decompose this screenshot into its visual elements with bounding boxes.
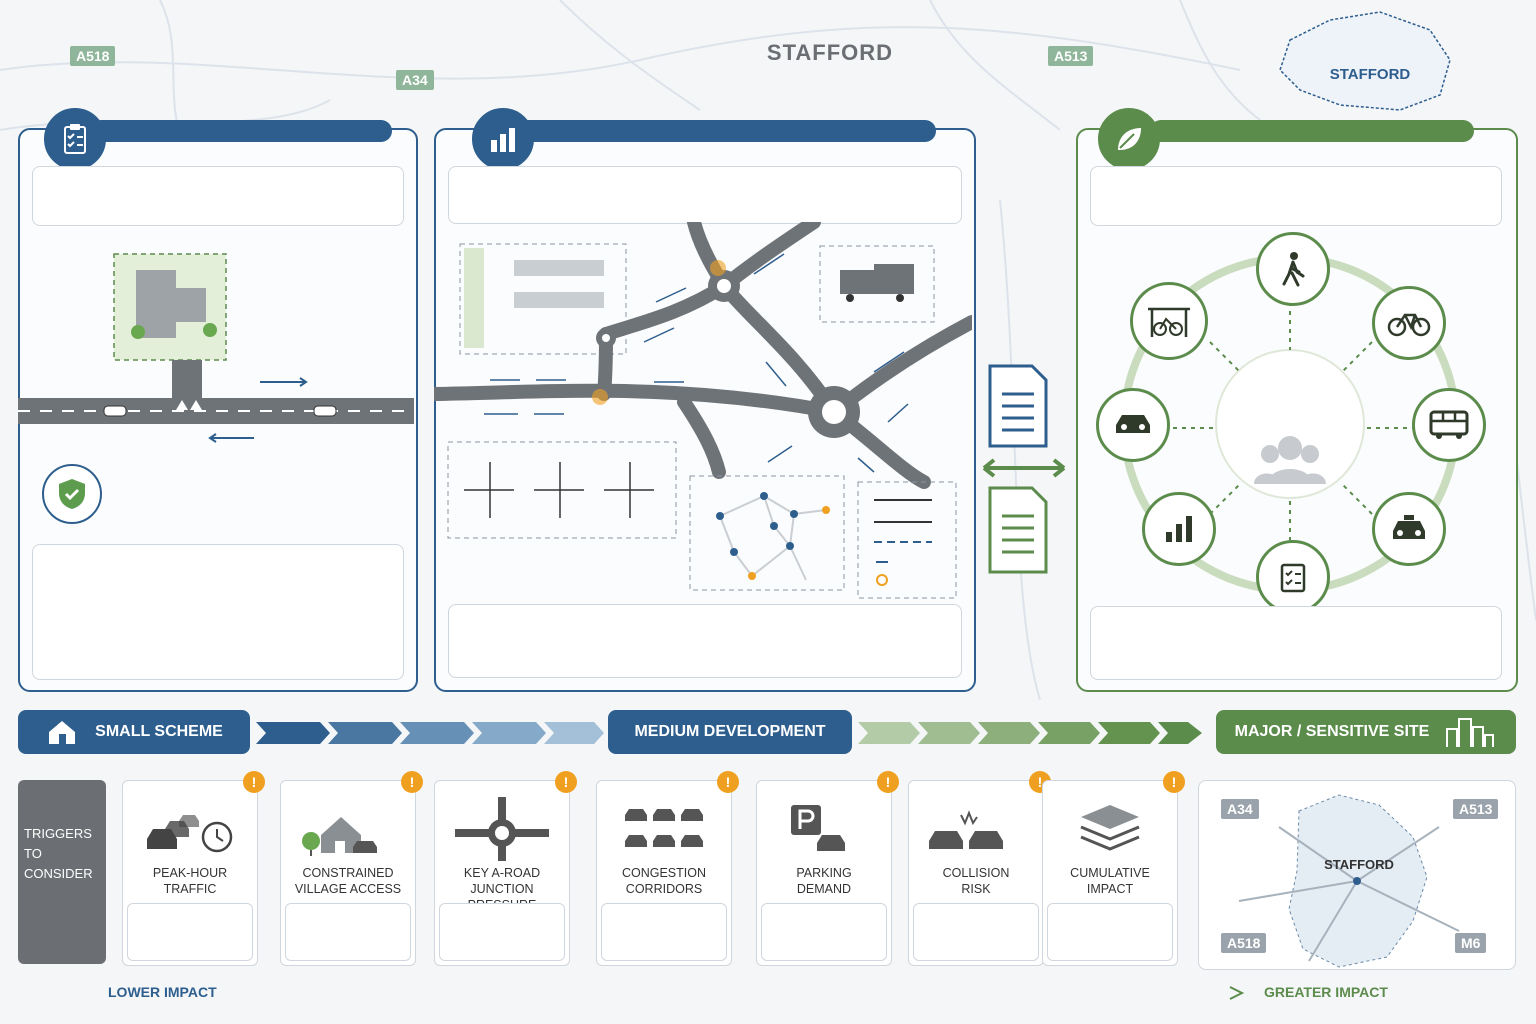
- chevron-progress-blue: [256, 722, 604, 744]
- trigger-card-parking: ! PARKING DEMAND: [756, 771, 899, 966]
- warning-icon: !: [717, 771, 739, 793]
- lower-impact-label: LOWER IMPACT: [108, 984, 217, 1000]
- site-access-diagram: [18, 253, 414, 443]
- warning-icon: !: [877, 771, 899, 793]
- village-house-icon: [302, 817, 377, 856]
- left-panel-header-box: [32, 166, 404, 226]
- roundabout-icon: [455, 797, 549, 861]
- document-exchange-icon: [982, 364, 1066, 574]
- walking-icon: [1256, 232, 1330, 306]
- road-label-a513: A513: [1048, 46, 1094, 66]
- parking-icon: [791, 805, 845, 851]
- chart-icon: [1142, 492, 1216, 566]
- right-panel-body-box: [1090, 606, 1502, 680]
- map-title: STAFFORD: [766, 40, 894, 65]
- right-panel-header-box: [1090, 166, 1502, 226]
- trigger-card-junction-pressure: ! KEY A-ROAD JUNCTION PRESSURE: [434, 771, 577, 966]
- warning-icon: !: [401, 771, 423, 793]
- collision-icon: [929, 810, 1003, 849]
- location-road-a513: A513: [1453, 799, 1499, 819]
- trigger-notes-box: [1047, 903, 1173, 961]
- trigger-label: CONGESTION CORRIDORS: [621, 866, 707, 896]
- checklist-icon: [1256, 540, 1330, 614]
- left-panel-title-bar: [90, 120, 392, 142]
- middle-panel-body-box: [448, 604, 962, 678]
- location-center-label: STAFFORD: [1324, 857, 1394, 872]
- leaf-icon: [1098, 108, 1160, 170]
- middle-panel-title-bar: [508, 120, 936, 142]
- stage-small-scheme: SMALL SCHEME: [18, 710, 250, 754]
- location-road-a518: A518: [1221, 933, 1267, 953]
- taxi-icon: [1372, 492, 1446, 566]
- trigger-label: CUMULATIVE IMPACT: [1070, 866, 1150, 896]
- trigger-card-peak-hour: ! PEAK-HOUR TRAFFIC: [122, 771, 265, 966]
- greater-impact-label: GREATER IMPACT: [1264, 984, 1388, 1000]
- stage-medium-development: MEDIUM DEVELOPMENT: [608, 710, 852, 754]
- location-road-m6: M6: [1455, 933, 1487, 953]
- trigger-card-congestion: ! CONGESTION CORRIDORS: [596, 771, 739, 966]
- location-road-a34: A34: [1221, 799, 1259, 819]
- triggers-header: TRIGGERS TO CONSIDER: [18, 780, 106, 964]
- network-junction-diagram: [434, 222, 972, 599]
- bus-icon: [1412, 388, 1486, 462]
- trigger-label: CONSTRAINED VILLAGE ACCESS: [294, 866, 402, 896]
- left-panel-body-box: [32, 544, 404, 680]
- trigger-card-collision: ! COLLISION RISK: [908, 771, 1051, 966]
- stage-major-label: MAJOR / SENSITIVE SITE: [1234, 723, 1430, 740]
- clipboard-checklist-icon: [44, 108, 106, 170]
- trigger-notes-box: [761, 903, 887, 961]
- inset-map-label: STAFFORD: [1329, 66, 1411, 83]
- queue-clock-icon: [147, 815, 233, 853]
- cycle-icon: [1372, 286, 1446, 360]
- car-icon: [1096, 388, 1170, 462]
- road-label-a34: A34: [396, 70, 434, 90]
- trigger-card-cumulative: ! CUMULATIVE IMPACT: [1042, 771, 1185, 966]
- trigger-label: COLLISION RISK: [942, 866, 1010, 896]
- trigger-notes-box: [285, 903, 411, 961]
- stage-major-sensitive: MAJOR / SENSITIVE SITE: [1216, 710, 1516, 754]
- trigger-label: PEAK-HOUR TRAFFIC: [152, 866, 228, 896]
- shield-check-icon: [42, 464, 102, 524]
- impact-gradient-arrow: [226, 986, 1245, 1000]
- trigger-label: PARKING DEMAND: [796, 866, 852, 896]
- warning-icon: !: [243, 771, 265, 793]
- road-label-a518: A518: [70, 46, 116, 66]
- trigger-notes-box: [601, 903, 727, 961]
- trigger-notes-box: [439, 903, 565, 961]
- stafford-location-map: A34 A513 A518 M6 STAFFORD: [1198, 780, 1516, 970]
- warning-icon: !: [1163, 771, 1185, 793]
- triggers-header-label: TRIGGERS TO CONSIDER: [24, 826, 93, 881]
- right-panel-title-bar: [1150, 120, 1474, 142]
- layers-icon: [1080, 805, 1140, 851]
- congestion-cars-icon: [625, 809, 703, 847]
- middle-panel-header-box: [448, 166, 962, 224]
- trigger-card-village-access: ! CONSTRAINED VILLAGE ACCESS: [280, 771, 423, 966]
- trigger-notes-box: [127, 903, 253, 961]
- chevron-progress-green: [858, 722, 1202, 744]
- cycle-parking-icon: [1130, 282, 1208, 360]
- warning-icon: !: [555, 771, 577, 793]
- stage-small-label: SMALL SCHEME: [95, 723, 223, 740]
- trigger-notes-box: [913, 903, 1039, 961]
- bar-chart-icon: [472, 108, 534, 170]
- house-icon: [49, 721, 76, 744]
- city-buildings-icon: [1446, 718, 1495, 747]
